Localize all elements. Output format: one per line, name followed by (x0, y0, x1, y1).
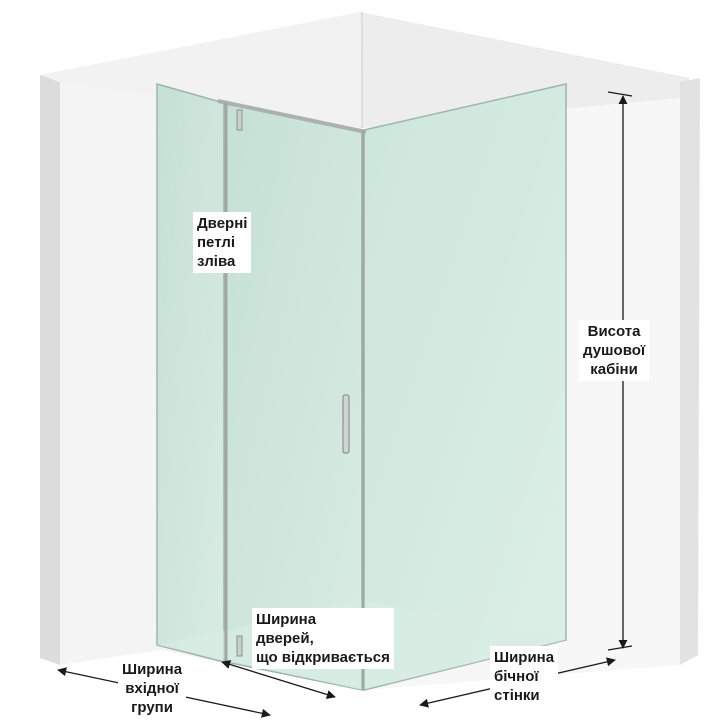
door-width-label-line1: Ширина (256, 611, 317, 628)
cabin-height-label: Висота душової кабіни (579, 320, 650, 381)
side-width-label: Ширина бічної стінки (490, 646, 559, 707)
side-width-label-line3: стінки (494, 687, 540, 704)
hinges-left-label-line1: Дверні (197, 215, 248, 232)
door-glass (225, 102, 363, 691)
cabin-height-label-line1: Висота (587, 323, 641, 340)
hinges-left-label-line3: зліва (197, 253, 236, 270)
door-width-label: Ширина дверей, що відкривається (252, 608, 394, 669)
right-pillar (680, 78, 700, 665)
entrance-width-label-line1: Ширина (122, 661, 183, 678)
side-glass (363, 83, 567, 691)
hinges-left-label-line2: петлі (197, 234, 236, 251)
height-tick-top (607, 91, 633, 97)
entrance-width-label-line2: вхідної (125, 680, 179, 697)
right-wall (360, 12, 690, 128)
cabin-height-label-line2: душової (583, 342, 646, 359)
side-width-label-line1: Ширина (494, 649, 555, 666)
hinges-left-label: Дверні петлі зліва (193, 212, 252, 273)
left-pillar (40, 75, 60, 665)
left-wall (40, 12, 362, 128)
door-width-dimension-line (221, 660, 336, 699)
top-hinge (236, 109, 243, 131)
door-handle[interactable] (342, 394, 350, 454)
entrance-width-label: Ширина вхідної групи (118, 658, 187, 719)
door-width-label-line2: дверей, (256, 630, 314, 647)
bottom-hinge (236, 635, 243, 657)
height-tick-bottom (607, 645, 633, 651)
side-width-label-line2: бічної (494, 668, 539, 685)
door-width-label-line3: що відкривається (256, 649, 390, 666)
shower-enclosure (156, 83, 567, 691)
fixed-front-glass (156, 83, 225, 663)
top-rail (217, 99, 367, 134)
cabin-height-label-line3: кабіни (590, 361, 638, 378)
entrance-width-label-line3: групи (131, 699, 173, 716)
